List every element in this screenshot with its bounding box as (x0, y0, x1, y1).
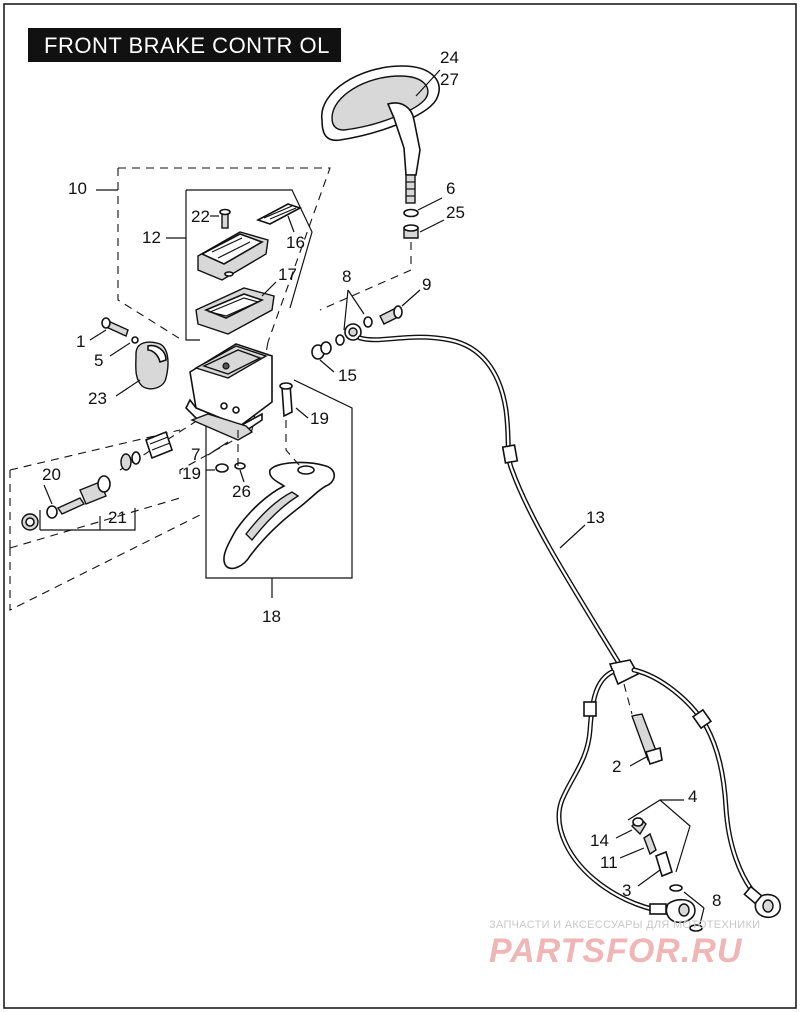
banjo-fitting-part (344, 323, 362, 341)
screw-22-part (210, 208, 231, 229)
bolt-2-part (629, 713, 663, 767)
bolt-guide (623, 683, 633, 715)
callout-8-upper: 8 (342, 267, 351, 286)
brake-lever-18-part (223, 461, 336, 570)
assembly-12-bracket (166, 189, 313, 341)
callout-24: 24 (440, 48, 459, 67)
callout-20: 20 (42, 465, 61, 484)
callout-21: 21 (108, 508, 127, 527)
callout-11: 11 (600, 853, 618, 872)
callout-19-lower: 19 (182, 464, 201, 483)
title-banner (28, 28, 341, 62)
callout-7: 7 (191, 445, 200, 464)
callout-1: 1 (76, 332, 85, 351)
reservoir-cover-12-part (197, 231, 269, 281)
diagram-frame (3, 3, 797, 1009)
leader-7 (207, 441, 229, 456)
callout-19-upper: 19 (310, 409, 329, 428)
washer-5-part (109, 336, 139, 357)
callout-23: 23 (88, 389, 107, 408)
callout-25: 25 (446, 203, 465, 222)
callout-9: 9 (422, 275, 431, 294)
brake-hose-13-part (357, 334, 782, 924)
callout-14: 14 (590, 831, 609, 850)
callout-26: 26 (232, 482, 251, 501)
callout-4: 4 (688, 787, 697, 806)
callout-8-lower: 8 (712, 891, 721, 910)
callout-10: 10 (68, 179, 87, 198)
piston-assembly-part (21, 430, 173, 531)
watermark-logo: PARTSFOR.RU (489, 932, 743, 970)
callout-27: 27 (440, 70, 459, 89)
ring-26-part (234, 462, 246, 483)
washer-15-part (311, 341, 335, 373)
callout-2: 2 (612, 757, 621, 776)
screw-1-part (89, 317, 129, 341)
clamp-23-part (115, 341, 169, 397)
callout-22: 22 (191, 207, 210, 226)
watermark-tagline: ЗАПЧАСТИ И АКСЕССУАРЫ ДЛЯ МОТОТЕХНИКИ (489, 919, 761, 931)
callout-15: 15 (338, 366, 357, 385)
bushing-19-part (206, 463, 229, 473)
master-cylinder-body-part (185, 343, 273, 441)
callout-5: 5 (94, 351, 103, 370)
mirror-washer-part (403, 197, 443, 218)
bleeder-assembly-4-part (615, 799, 691, 887)
page-title: FRONT BRAKE CONTR OL (44, 33, 330, 58)
callout-16: 16 (286, 233, 305, 252)
callout-17: 17 (278, 265, 297, 284)
pivot-pin-19-part (279, 382, 309, 419)
callout-18: 18 (262, 607, 281, 626)
gasket-17-part (195, 281, 277, 335)
washer-8-upper-part (335, 289, 373, 346)
washer-8-lower-part (669, 884, 705, 932)
callout-12: 12 (142, 228, 161, 247)
mirror-guide (319, 242, 412, 311)
pin-guide-2 (285, 420, 301, 467)
callout-6: 6 (446, 179, 455, 198)
banjo-bolt-9-part (379, 289, 421, 325)
callout-13: 13 (586, 508, 605, 527)
mirror-nut-part (403, 219, 445, 239)
mirror-part (321, 65, 441, 204)
callout-3: 3 (622, 881, 631, 900)
assembly-18-bracket (205, 379, 353, 598)
cover-plate-16-part (255, 203, 303, 233)
assembly-21-bracket (39, 508, 136, 531)
